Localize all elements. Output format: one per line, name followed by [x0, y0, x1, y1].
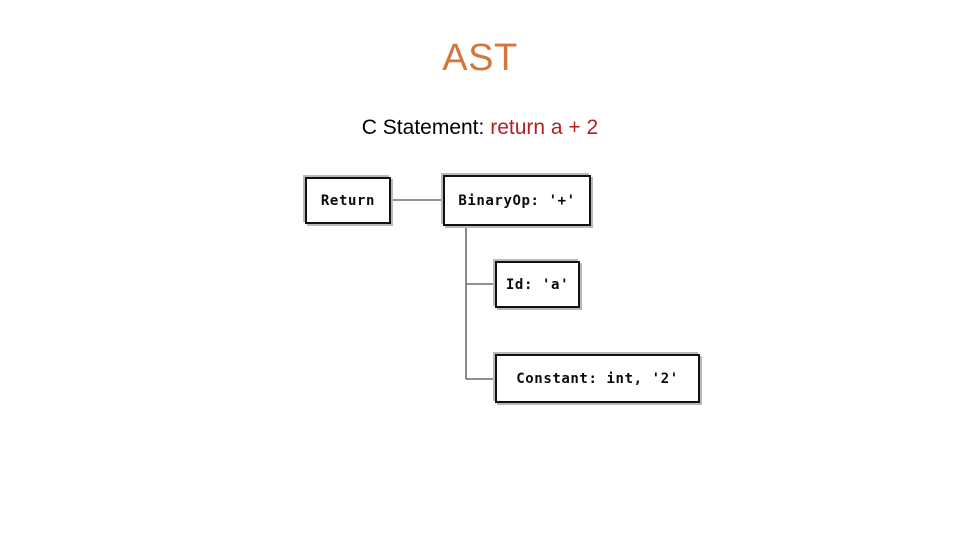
ast-node-binaryop-label: BinaryOp: '+' — [458, 192, 576, 209]
ast-node-constant: Constant: int, '2' — [495, 354, 700, 403]
ast-node-constant-label: Constant: int, '2' — [516, 370, 679, 387]
ast-node-id: Id: 'a' — [495, 261, 580, 308]
ast-node-return: Return — [305, 177, 391, 224]
ast-node-return-label: Return — [320, 192, 376, 209]
subtitle-label: C Statement: — [361, 116, 485, 139]
subtitle-line: C Statement: return a + 2 — [0, 114, 960, 142]
ast-diagram: Return BinaryOp: '+' Id: 'a' Constant: i… — [290, 160, 720, 420]
ast-node-binaryop: BinaryOp: '+' — [443, 175, 591, 226]
ast-node-id-label: Id: 'a' — [505, 276, 570, 293]
page-title: AST — [442, 37, 518, 79]
subtitle-code: return a + 2 — [490, 116, 599, 139]
